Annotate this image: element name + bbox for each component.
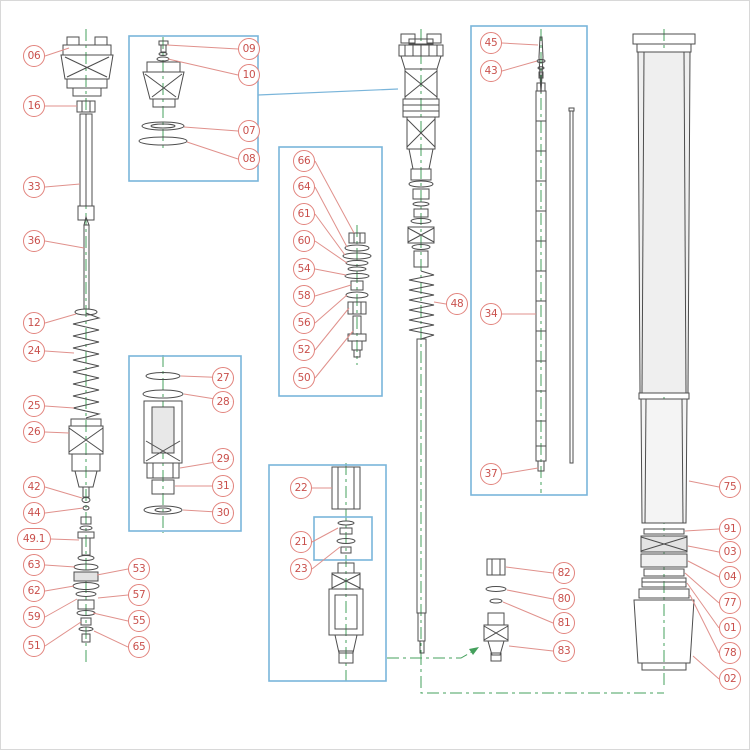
outer-tube-drawing (632, 33, 696, 671)
callout-37[interactable]: 37 (480, 463, 502, 485)
callout-78[interactable]: 78 (719, 642, 741, 664)
detail-box-rod (470, 25, 588, 496)
callout-21[interactable]: 21 (290, 531, 312, 553)
callout-55[interactable]: 55 (128, 610, 150, 632)
callout-22[interactable]: 22 (290, 477, 312, 499)
detail-boxes (128, 25, 588, 682)
callout-04[interactable]: 04 (719, 566, 741, 588)
callout-27[interactable]: 27 (212, 367, 234, 389)
callout-63[interactable]: 63 (23, 554, 45, 576)
arrow-to-part-83 (469, 647, 479, 655)
callout-50[interactable]: 50 (293, 367, 315, 389)
callout-28[interactable]: 28 (212, 391, 234, 413)
callout-60[interactable]: 60 (293, 230, 315, 252)
callout-23[interactable]: 23 (290, 558, 312, 580)
pushrod-detail-drawing (535, 36, 575, 472)
left-assembly-drawing (60, 36, 114, 643)
callout-03[interactable]: 03 (719, 541, 741, 563)
callout-06[interactable]: 06 (23, 45, 45, 67)
centerlines (85, 29, 665, 694)
callout-45[interactable]: 45 (480, 32, 502, 54)
callout-80[interactable]: 80 (553, 588, 575, 610)
callout-44[interactable]: 44 (23, 502, 45, 524)
callout-83[interactable]: 83 (553, 640, 575, 662)
callout-66[interactable]: 66 (293, 150, 315, 172)
callout-43[interactable]: 43 (480, 60, 502, 82)
callout-30[interactable]: 30 (212, 502, 234, 524)
callout-29[interactable]: 29 (212, 448, 234, 470)
callout-75[interactable]: 75 (719, 476, 741, 498)
callout-54[interactable]: 54 (293, 258, 315, 280)
callout-62[interactable]: 62 (23, 580, 45, 602)
callout-31[interactable]: 31 (212, 475, 234, 497)
callout-34[interactable]: 34 (480, 303, 502, 325)
callout-01[interactable]: 01 (719, 617, 741, 639)
callout-07[interactable]: 07 (238, 120, 260, 142)
callout-82[interactable]: 82 (553, 562, 575, 584)
detail-box-base-valve (268, 464, 387, 682)
callout-08[interactable]: 08 (238, 148, 260, 170)
axle-clamp-parts-drawing (483, 558, 509, 662)
cartridge-detail-drawing (142, 372, 184, 515)
callout-25[interactable]: 25 (23, 395, 45, 417)
callout-59[interactable]: 59 (23, 606, 45, 628)
callout-24[interactable]: 24 (23, 340, 45, 362)
callout-58[interactable]: 58 (293, 285, 315, 307)
damper-assembly-drawing (398, 33, 444, 654)
detail-box-cartridge (128, 355, 242, 532)
callout-26[interactable]: 26 (23, 421, 45, 443)
callout-91[interactable]: 91 (719, 518, 741, 540)
callout-49-1[interactable]: 49.1 (17, 528, 51, 550)
callout-56[interactable]: 56 (293, 312, 315, 334)
callout-12[interactable]: 12 (23, 312, 45, 334)
shim-stack-detail-drawing (342, 232, 372, 358)
callout-36[interactable]: 36 (23, 230, 45, 252)
detail-box-inner (313, 516, 373, 561)
detail-box-cap (128, 35, 259, 182)
callout-77[interactable]: 77 (719, 592, 741, 614)
callout-81[interactable]: 81 (553, 612, 575, 634)
callout-10[interactable]: 10 (238, 64, 260, 86)
callout-48[interactable]: 48 (446, 293, 468, 315)
callout-57[interactable]: 57 (128, 584, 150, 606)
callout-61[interactable]: 61 (293, 203, 315, 225)
callout-33[interactable]: 33 (23, 176, 45, 198)
detail-box-shim-stack (278, 146, 383, 397)
cap-detail-drawing (138, 40, 188, 146)
callout-51[interactable]: 51 (23, 635, 45, 657)
callout-02[interactable]: 02 (719, 668, 741, 690)
detail-box-link-line (257, 88, 399, 96)
callout-52[interactable]: 52 (293, 339, 315, 361)
callout-42[interactable]: 42 (23, 476, 45, 498)
callout-09[interactable]: 09 (238, 38, 260, 60)
callout-16[interactable]: 16 (23, 95, 45, 117)
callout-64[interactable]: 64 (293, 176, 315, 198)
callout-53[interactable]: 53 (128, 558, 150, 580)
callout-65[interactable]: 65 (128, 636, 150, 658)
